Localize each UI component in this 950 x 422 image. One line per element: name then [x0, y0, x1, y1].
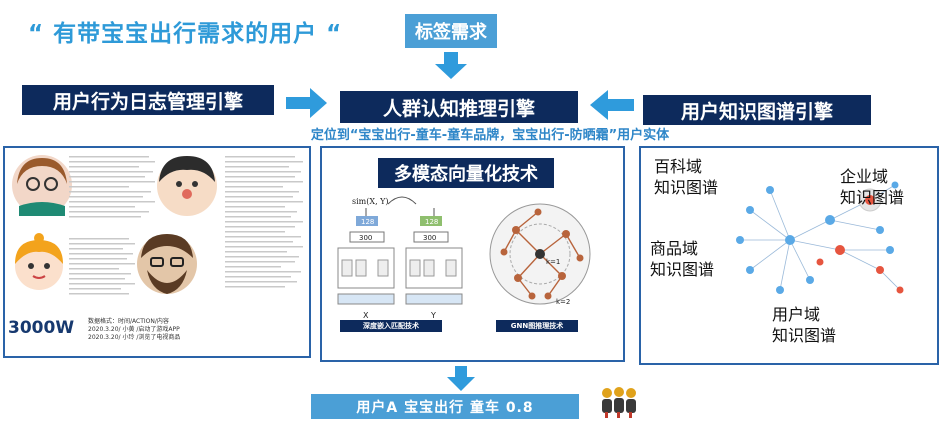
goods-kg-label: 商品域 知识图谱: [650, 238, 714, 280]
gnn-caption: GNN图推理技术: [496, 320, 578, 332]
knowledge-graph-network: [736, 181, 904, 294]
dim-label: 300: [359, 234, 372, 242]
encoder-right: [405, 247, 463, 289]
hidden-layer-left: [349, 231, 385, 243]
word-input-left: [337, 293, 395, 305]
note-line: 2020.3.20/ 小黄 /启动了游戏APP: [88, 326, 180, 333]
kg-label-line: 百科域: [654, 157, 703, 176]
baike-kg-label: 百科域 知识图谱: [654, 156, 718, 198]
kg-label-line: 商品域: [650, 239, 699, 258]
deep-matching-diagram: sim(X, Y) 128 128 300 300 X Y: [337, 196, 463, 320]
k2-label: k=2: [556, 298, 570, 306]
page-title: “ 有带宝宝出行需求的用户 “: [28, 21, 343, 47]
user-count: 3000W: [8, 318, 75, 338]
word-input-right: [405, 293, 463, 305]
user-behavior-panel: [3, 146, 311, 358]
sim-label: sim(X, Y): [352, 197, 389, 206]
deep-matching-caption: 深度嵌入匹配技术: [340, 320, 442, 332]
log-text-block: [69, 238, 135, 295]
behavior-log-engine-box: 用户行为日志管理引擎: [22, 85, 274, 115]
down-arrow-icon: [447, 366, 475, 391]
kg-label-line: 知识图谱: [772, 326, 837, 345]
k1-label: k=1: [546, 258, 560, 266]
note-line: 数据格式：时间/ACTION/内容: [88, 318, 169, 325]
dim-label: 128: [361, 218, 374, 226]
entity-subtitle: 定位到“宝宝出行-童车-童车品牌，宝宝出行-防晒霜”用户实体: [310, 128, 670, 143]
knowledge-graph-panel: [639, 146, 939, 365]
input-y-label: Y: [430, 311, 436, 320]
down-arrow-icon: [435, 52, 467, 79]
user-kg-label: 用户域 知识图谱: [772, 304, 836, 346]
dim-label: 128: [425, 218, 438, 226]
input-x-label: X: [363, 311, 369, 320]
kg-label-line: 用户域: [772, 305, 821, 324]
vector-box-right-128: [420, 216, 442, 226]
user-avatar-girl: [15, 233, 63, 290]
user-avatar-woman-glasses: [12, 155, 72, 216]
result-box: 用户A 宝宝出行 童车 0.8: [311, 394, 579, 419]
gnn-graph-diagram: k=1 k=2: [489, 203, 591, 306]
hidden-layer-right: [413, 231, 449, 243]
enterprise-kg-label: 企业域 知识图谱: [840, 166, 904, 208]
encoder-left: [337, 247, 395, 289]
multimodal-title: 多模态向量化技术: [378, 158, 554, 188]
note-line: 2020.3.20/ 小玲 /浏览了电视商品: [88, 334, 181, 341]
left-arrow-icon: [590, 90, 634, 120]
log-format-note: 数据格式：时间/ACTION/内容 2020.3.20/ 小黄 /启动了游戏AP…: [88, 318, 180, 342]
user-avatar-boy: [157, 156, 217, 216]
dim-label: 300: [423, 234, 436, 242]
kg-label-line: 知识图谱: [654, 178, 719, 197]
user-avatar-man-beard: [137, 234, 197, 294]
log-text-block: [225, 156, 303, 288]
kg-label-line: 知识图谱: [650, 260, 715, 279]
log-text-block: [69, 156, 155, 218]
crowd-reasoning-engine-box: 人群认知推理引擎: [340, 91, 578, 123]
vector-box-left-128: [356, 216, 378, 226]
tag-requirement-box: 标签需求: [405, 14, 497, 48]
right-arrow-icon: [286, 88, 327, 118]
user-kg-engine-box: 用户知识图谱引擎: [643, 95, 871, 125]
kg-label-line: 知识图谱: [840, 188, 905, 207]
user-group-icon: [602, 387, 636, 418]
kg-label-line: 企业域: [840, 167, 889, 186]
